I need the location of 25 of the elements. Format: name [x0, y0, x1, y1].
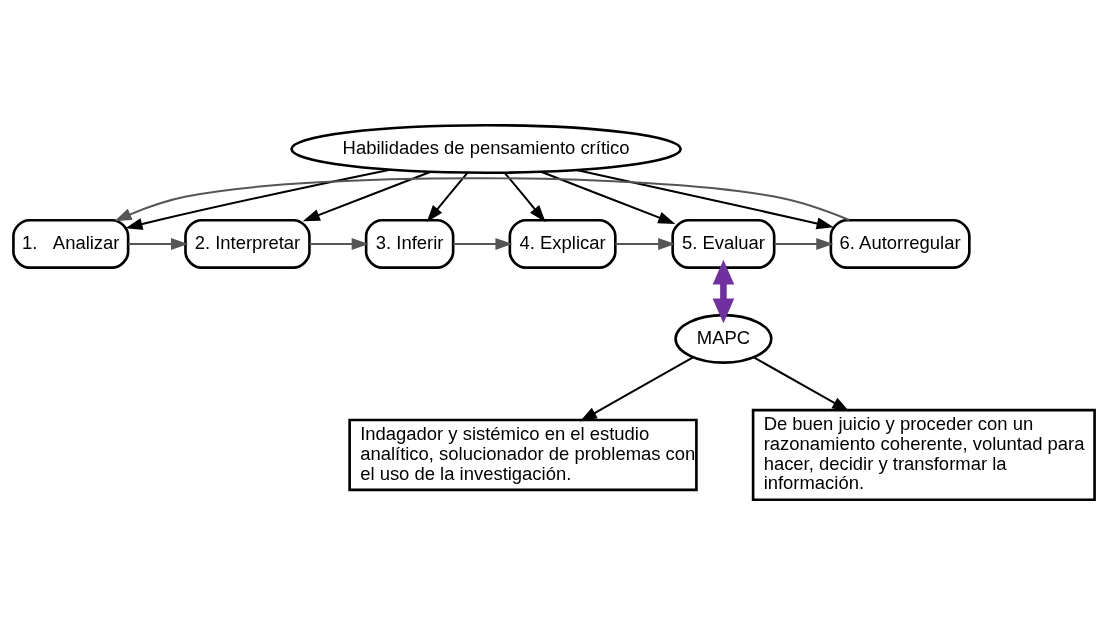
arrow [712, 259, 735, 323]
node-box: 6. Autorregular [829, 218, 971, 269]
arrow [540, 170, 676, 224]
node-box: De buen juicio y proceder con un razonamiento coherente, voluntad para hacer, decidir y transformar la información. [751, 408, 1096, 501]
node-box: 4. Explicar [508, 218, 617, 269]
arrow [452, 237, 513, 250]
node-box: 2. Interpretar [184, 218, 311, 269]
arrow [773, 237, 834, 250]
node-box: Indagador y sistémico en el estudio analítico, solucionador de problemas con el uso de la investigación. [348, 418, 698, 491]
arrow [752, 355, 850, 411]
node-box: 1. Analizar [12, 218, 130, 269]
arrow [579, 355, 694, 421]
arrow [503, 171, 546, 222]
arrow [426, 171, 469, 222]
arrow [308, 237, 369, 250]
arrow [127, 237, 189, 250]
arrow [125, 168, 391, 230]
node-box: 3. Inferir [364, 218, 455, 269]
node-box: 5. Evaluar [671, 218, 776, 269]
arrow [614, 237, 676, 250]
arrow [575, 168, 834, 229]
node-ellipse: Habilidades de pensamiento crítico [290, 123, 682, 174]
arrow [114, 176, 851, 221]
arrow [302, 170, 432, 221]
node-ellipse: MAPC [674, 313, 773, 364]
